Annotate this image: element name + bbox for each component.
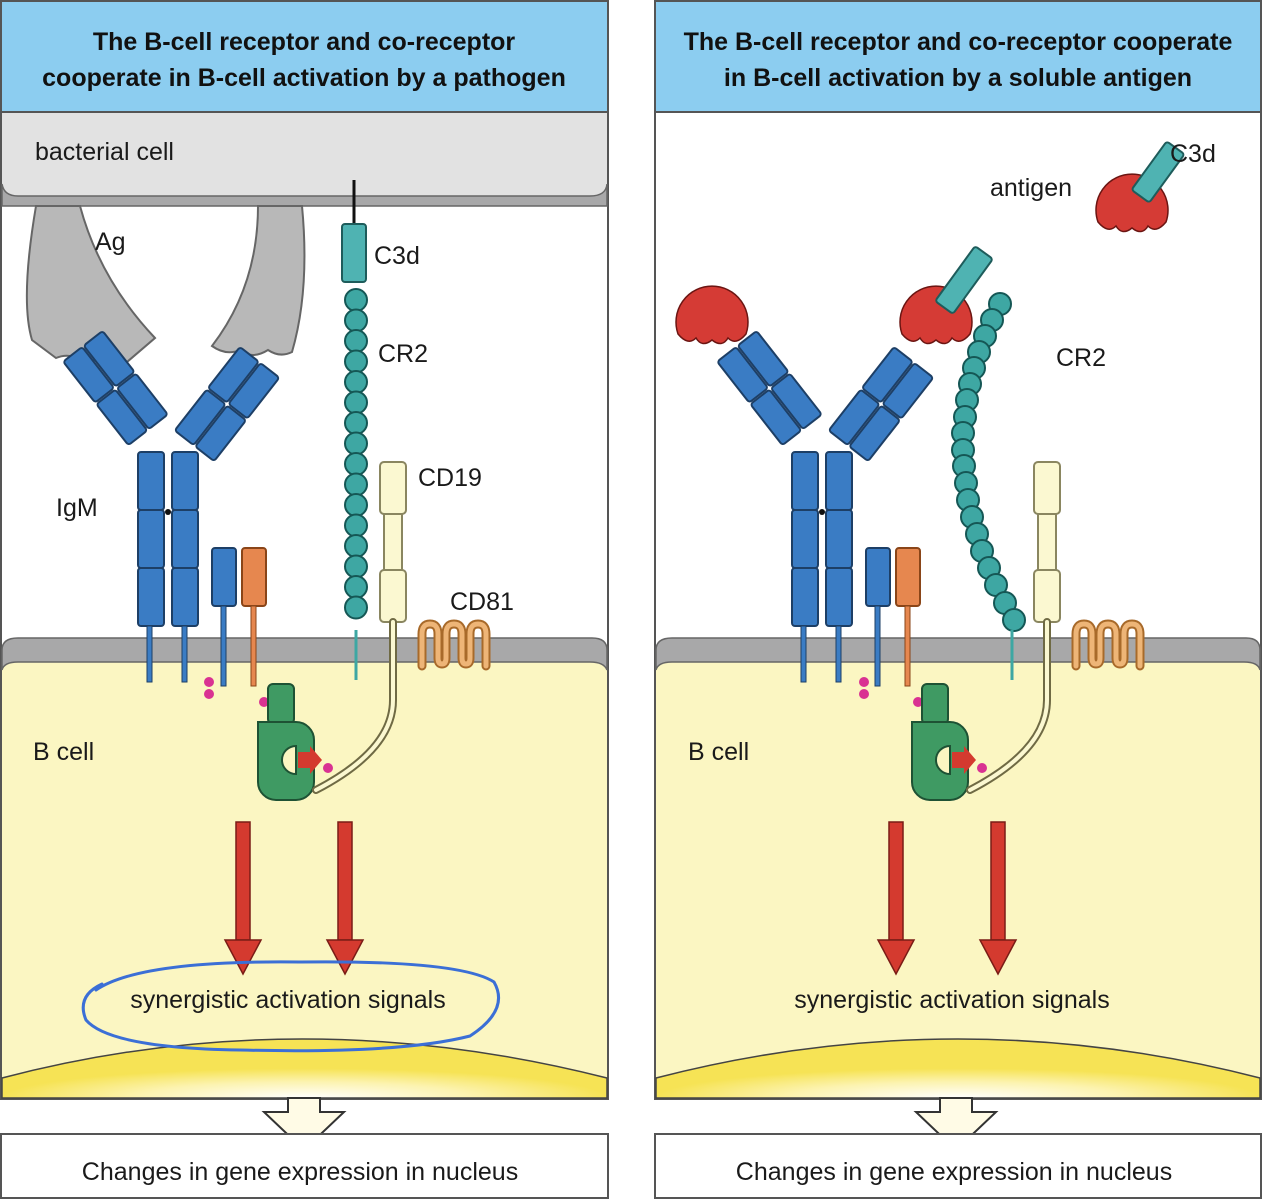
cr2-chain-1	[344, 288, 368, 620]
panel2-title-line1: The B-cell receptor and co-receptor coop…	[684, 28, 1233, 56]
free-c3d	[1131, 141, 1185, 203]
cr2-bead	[344, 308, 368, 333]
c3d-label-2: C3d	[1170, 140, 1216, 168]
cr2-bead	[344, 349, 368, 374]
b-cell-label-2: B cell	[688, 738, 749, 766]
cr2-bead	[344, 288, 368, 312]
panel-soluble: The B-cell receptor and co-receptor coop…	[654, 0, 1262, 1199]
cr2-bead	[344, 493, 368, 517]
phospho-2	[859, 677, 987, 773]
signals-label-2: synergistic activation signals	[794, 986, 1109, 1014]
cr2-bead	[344, 575, 368, 599]
cr2-bead	[344, 595, 368, 620]
footer-label-1: Changes in gene expression in nucleus	[82, 1158, 518, 1186]
cd19-1	[379, 461, 407, 623]
c3d-label-1: C3d	[374, 242, 420, 270]
bacterial-cell	[2, 113, 607, 196]
bacterial-cell-label: bacterial cell	[35, 138, 174, 166]
footer-box-2	[654, 1133, 1262, 1199]
cr2-bead	[344, 472, 368, 497]
signals-label-1: synergistic activation signals	[130, 986, 445, 1014]
annotation-circle	[81, 960, 500, 1053]
footer-box-1	[0, 1133, 609, 1199]
panel1-title-line2: cooperate in B-cell activation by a path…	[42, 64, 566, 92]
nucleus-edge-1	[1, 1038, 608, 1099]
igm-label: IgM	[56, 494, 98, 522]
b-cell-label-1: B cell	[33, 738, 94, 766]
cr2-bead	[344, 411, 368, 435]
cr2-label-1: CR2	[378, 340, 428, 368]
phospho-1	[204, 677, 333, 773]
panel1-header	[0, 0, 609, 113]
panel2-header	[654, 0, 1262, 113]
panel2-title-line2: in B-cell activation by a soluble antige…	[724, 64, 1192, 92]
panel1-title-line1: The B-cell receptor and co-receptor	[93, 28, 516, 56]
ag-epitope-right	[210, 205, 306, 356]
cd81-label: CD81	[450, 588, 514, 616]
b-cell-membrane-1	[1, 637, 608, 671]
cr2-bead	[344, 431, 368, 456]
cr2-bead	[344, 370, 368, 394]
cd19-2	[1033, 461, 1061, 623]
antigen-label: antigen	[990, 174, 1072, 202]
footer-label-2: Changes in gene expression in nucleus	[736, 1158, 1172, 1186]
nucleus-arrow-1	[261, 1097, 347, 1152]
ag-label: Ag	[95, 228, 126, 256]
panel-pathogen: The B-cell receptor and co-receptor coop…	[0, 0, 609, 1199]
nucleus-arrow-2	[913, 1097, 999, 1152]
c3d-1	[341, 223, 367, 283]
cr2-bead	[344, 513, 368, 538]
cr2-label-2: CR2	[1056, 344, 1106, 372]
bound-c3d	[935, 246, 993, 314]
b-cell-membrane-2	[655, 637, 1261, 671]
cr2-bead	[344, 452, 368, 476]
cr2-bead	[344, 534, 368, 558]
cr2-bead	[344, 554, 368, 579]
cr2-bead	[344, 390, 368, 415]
cd19-label: CD19	[418, 464, 482, 492]
cr2-chain-2	[951, 292, 1026, 632]
cr2-bead	[1002, 608, 1026, 632]
nucleus-edge-2	[655, 1038, 1261, 1099]
cr2-bead	[344, 329, 368, 353]
